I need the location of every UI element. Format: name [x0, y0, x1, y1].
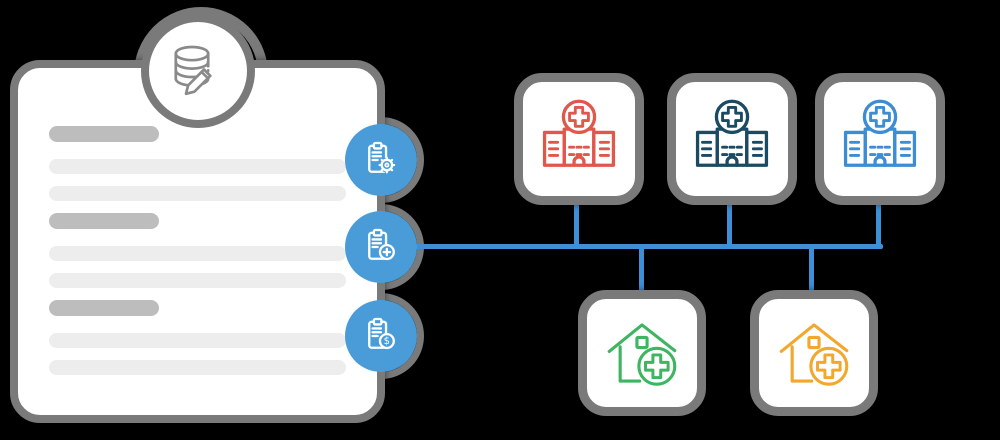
- clipboard-plus-badge: [345, 211, 417, 283]
- placeholder-text-bar: [49, 246, 346, 261]
- hospital-node-red: [514, 73, 644, 205]
- clipboard-dollar-icon: $: [368, 317, 395, 350]
- connector-home-orange: [809, 244, 814, 292]
- connector-hospital-blue: [876, 203, 881, 246]
- placeholder-text-group: [49, 213, 346, 288]
- clipboard-gear-badge: [345, 124, 417, 196]
- placeholder-text-bar: [49, 333, 346, 348]
- placeholder-text-bar: [49, 159, 346, 174]
- placeholder-text-bar: [49, 360, 346, 375]
- placeholder-heading-bar: [49, 126, 159, 142]
- placeholder-heading-bar: [49, 213, 159, 229]
- placeholder-text-bar: [49, 273, 346, 288]
- home-plus-icon: [779, 323, 849, 386]
- connector-hospital-navy: [727, 203, 732, 246]
- home-node-green: [578, 290, 706, 416]
- home-plus-icon: [607, 323, 677, 386]
- connector-horizontal: [381, 244, 883, 249]
- placeholder-text-block: [49, 126, 346, 387]
- dollar-glyph: $: [384, 336, 390, 347]
- placeholder-heading-bar: [49, 300, 159, 316]
- clipboard-gear-icon: [368, 141, 396, 174]
- hospital-icon: [695, 99, 769, 167]
- home-node-orange: [750, 290, 878, 416]
- clipboard-dollar-badge: $: [345, 300, 417, 372]
- hospital-icon: [843, 99, 917, 167]
- placeholder-text-bar: [49, 186, 346, 201]
- hospital-node-blue: [815, 73, 945, 205]
- database-edit-icon: [174, 45, 212, 96]
- clipboard-plus-icon: [368, 228, 395, 261]
- database-edit-circle: [141, 14, 255, 128]
- hospital-node-navy: [667, 73, 797, 205]
- placeholder-text-group: [49, 126, 346, 201]
- hospital-icon: [542, 99, 616, 167]
- connector-home-green: [639, 244, 644, 292]
- placeholder-text-group: [49, 300, 346, 375]
- connector-hospital-red: [574, 203, 579, 246]
